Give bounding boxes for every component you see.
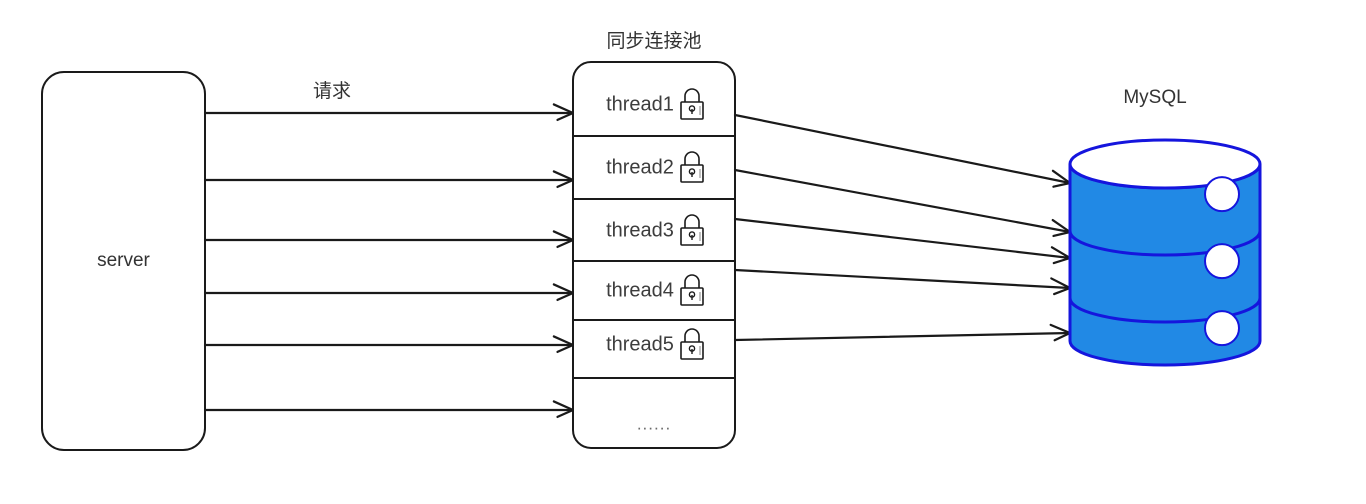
thread-label: thread2 bbox=[606, 156, 674, 178]
thread-label: thread4 bbox=[606, 279, 674, 301]
connection-pool-node[interactable]: 同步连接池 thread1thread2thread3thread4thread… bbox=[572, 30, 736, 449]
database-led-indicator bbox=[1204, 176, 1240, 213]
database-title-label: MySQL bbox=[1123, 87, 1186, 108]
request-edge-group bbox=[203, 103, 575, 419]
thread-label: thread3 bbox=[606, 219, 674, 241]
request-arrow bbox=[203, 400, 575, 419]
lock-icon bbox=[680, 328, 704, 360]
thread-label: thread1 bbox=[606, 93, 674, 115]
request-arrow bbox=[203, 103, 575, 122]
pool-row-dividers bbox=[573, 135, 735, 379]
database-arrow bbox=[733, 168, 1072, 238]
database-led-indicator bbox=[1204, 243, 1240, 280]
request-arrow bbox=[203, 170, 575, 189]
request-arrow bbox=[203, 283, 575, 302]
lock-icon bbox=[680, 151, 704, 183]
thread-label: thread5 bbox=[606, 333, 674, 355]
pool-row-2[interactable]: thread2 bbox=[606, 151, 704, 183]
lock-icon bbox=[680, 88, 704, 120]
server-box bbox=[41, 71, 206, 451]
pool-row-group: thread1 thread2 thread3 thread4 thread5.....… bbox=[606, 88, 704, 433]
database-arrow bbox=[733, 268, 1072, 296]
pool-row-3[interactable]: thread3 bbox=[606, 214, 704, 246]
server-label: server bbox=[97, 250, 150, 271]
server-node[interactable]: server bbox=[41, 71, 206, 451]
pool-row-1[interactable]: thread1 bbox=[606, 88, 704, 120]
pool-row-4[interactable]: thread4 bbox=[606, 274, 704, 306]
database-cylinder-icon bbox=[1068, 138, 1262, 367]
pool-title-label: 同步连接池 bbox=[606, 30, 701, 52]
pool-box bbox=[572, 61, 736, 449]
request-arrow bbox=[203, 230, 575, 249]
database-edge-group bbox=[733, 113, 1072, 342]
pool-row-6[interactable]: ...... bbox=[637, 414, 671, 433]
database-arrow bbox=[733, 217, 1072, 265]
pool-overflow-label: ...... bbox=[637, 414, 671, 433]
lock-icon bbox=[680, 214, 704, 246]
mysql-database-node[interactable]: MySQL bbox=[1068, 87, 1262, 367]
pool-row-5[interactable]: thread5 bbox=[606, 328, 704, 360]
lock-icon bbox=[680, 274, 704, 306]
request-edge-label: 请求 bbox=[313, 80, 351, 102]
database-arrow bbox=[733, 113, 1072, 188]
database-arrow bbox=[733, 323, 1072, 342]
database-led-indicator bbox=[1204, 310, 1240, 347]
request-arrow bbox=[203, 335, 575, 354]
